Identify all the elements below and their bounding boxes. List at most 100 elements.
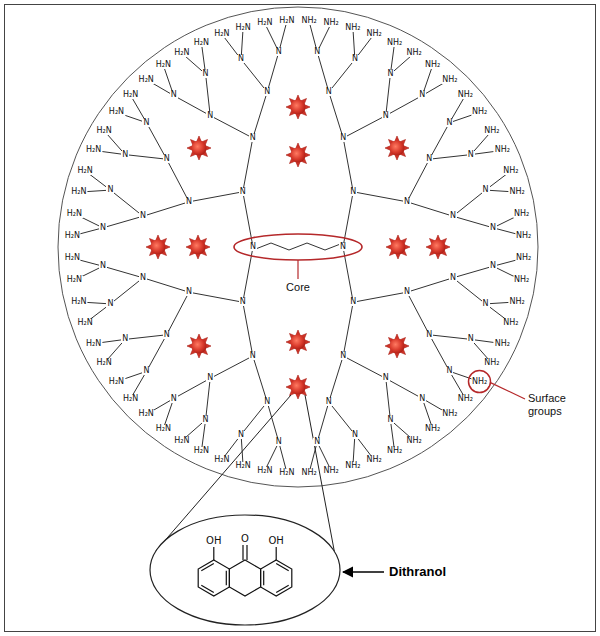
nitrogen-atom: N — [418, 91, 426, 99]
surface-group: NH₂ — [513, 210, 530, 218]
nitrogen-atom: N — [185, 288, 193, 296]
nitrogen-atom: N — [386, 416, 394, 424]
hydroxyl-label: OH — [205, 536, 222, 546]
surface-group: H₂N — [256, 19, 273, 27]
surface-group: NH₂ — [424, 61, 441, 69]
surface-group: NH₂ — [366, 456, 383, 464]
bond-group — [72, 21, 523, 472]
surface-group: H₂N — [193, 447, 210, 455]
drug-molecule — [386, 235, 410, 259]
nitrogen-atom: N — [163, 331, 171, 339]
zoom-ellipse — [150, 515, 340, 625]
bond-line — [453, 216, 493, 228]
dendrimer-outline — [58, 7, 538, 487]
surface-group: H₂N — [96, 359, 113, 367]
surface-group: NH₂ — [366, 30, 383, 38]
bond-line — [147, 123, 167, 160]
nitrogen-atom: N — [185, 198, 193, 206]
bond-line — [189, 292, 243, 302]
bond-line — [386, 74, 391, 116]
bond-line — [103, 266, 143, 278]
surface-group: H₂N — [213, 30, 230, 38]
bond-line — [125, 335, 167, 340]
nitrogen-atom: N — [382, 374, 390, 382]
surface-group: NH₂ — [483, 127, 500, 135]
core-ring — [234, 234, 362, 260]
label-arrow — [343, 571, 384, 572]
nitrogen-atom: N — [446, 119, 454, 127]
surface-group: H₂N — [85, 340, 102, 348]
bond-line — [267, 402, 279, 442]
drug-molecule — [286, 143, 310, 167]
core-label: Core — [284, 281, 312, 294]
nitrogen-atom: N — [275, 438, 283, 446]
nitrogen-atom: N — [202, 416, 210, 424]
surface-group: NH₂ — [515, 232, 532, 240]
nitrogen-atom: N — [403, 198, 411, 206]
carbonyl-label: O — [240, 534, 250, 544]
bond-line — [174, 378, 211, 398]
core-chain — [253, 243, 343, 250]
surface-leader — [491, 383, 526, 399]
bond-line — [167, 292, 189, 335]
bond-line — [353, 292, 407, 302]
nitrogen-atom: N — [489, 224, 497, 232]
hydroxyl-label: OH — [267, 536, 284, 546]
bond-line — [103, 216, 143, 228]
nitrogen-atom: N — [418, 395, 426, 403]
bond-line — [147, 335, 167, 372]
bond-line — [386, 96, 423, 116]
nitrogen-atom: N — [142, 367, 150, 375]
surface-group: NH₂ — [471, 378, 488, 386]
nitrogen-atom: N — [249, 352, 257, 360]
nitrogen-atom: N — [339, 243, 347, 251]
mark-group — [469, 371, 526, 399]
surface-group: H₂N — [108, 108, 125, 116]
bond-line — [189, 192, 243, 202]
surface-group: NH₂ — [502, 167, 519, 175]
nitrogen-atom: N — [467, 335, 475, 343]
nitrogen-atom: N — [202, 70, 210, 78]
surface-group: H₂N — [138, 76, 155, 84]
bond-line — [143, 278, 189, 292]
drug-molecule — [286, 330, 310, 354]
bond-line — [429, 155, 471, 160]
bond-line — [210, 116, 253, 138]
nitrogen-atom: N — [263, 88, 271, 96]
nitrogen-atom: N — [239, 188, 247, 196]
bond-line — [429, 335, 471, 340]
nitrogen-atom: N — [313, 438, 321, 446]
surface-group: NH₂ — [323, 467, 340, 475]
surface-group: NH₂ — [344, 24, 361, 32]
nitrogen-atom: N — [121, 151, 129, 159]
bond-line — [267, 52, 279, 92]
nitrogen-atom: N — [446, 367, 454, 375]
nitrogen-atom: N — [206, 112, 214, 120]
drug-molecule — [286, 375, 310, 399]
core-leader — [297, 260, 298, 279]
surface-group: NH₂ — [471, 108, 488, 116]
nitrogen-atom: N — [351, 55, 359, 63]
nitrogen-atom: N — [206, 374, 214, 382]
nitrogen-atom: N — [425, 331, 433, 339]
hydroxyl-bond — [214, 547, 276, 560]
surface-group: H₂N — [155, 61, 172, 69]
nitrogen-atom: N — [403, 288, 411, 296]
frame-border — [5, 5, 596, 632]
nitrogen-atom: N — [139, 274, 147, 282]
nitrogen-atom: N — [489, 262, 497, 270]
bond-line — [353, 192, 407, 202]
surface-group: NH₂ — [300, 17, 317, 25]
nitrogen-atom: N — [249, 134, 257, 142]
surface-group: H₂N — [122, 91, 139, 99]
nitrogen-atom: N — [351, 431, 359, 439]
carbonyl-bond — [243, 545, 247, 560]
bond-line — [253, 92, 267, 138]
nitrogen-atom: N — [106, 300, 114, 308]
nitrogen-atom: N — [99, 224, 107, 232]
nitrogen-atom: N — [163, 155, 171, 163]
nitrogen-atom: N — [237, 431, 245, 439]
surface-group: NH₂ — [494, 146, 511, 154]
nitrogen-atom: N — [349, 188, 357, 196]
